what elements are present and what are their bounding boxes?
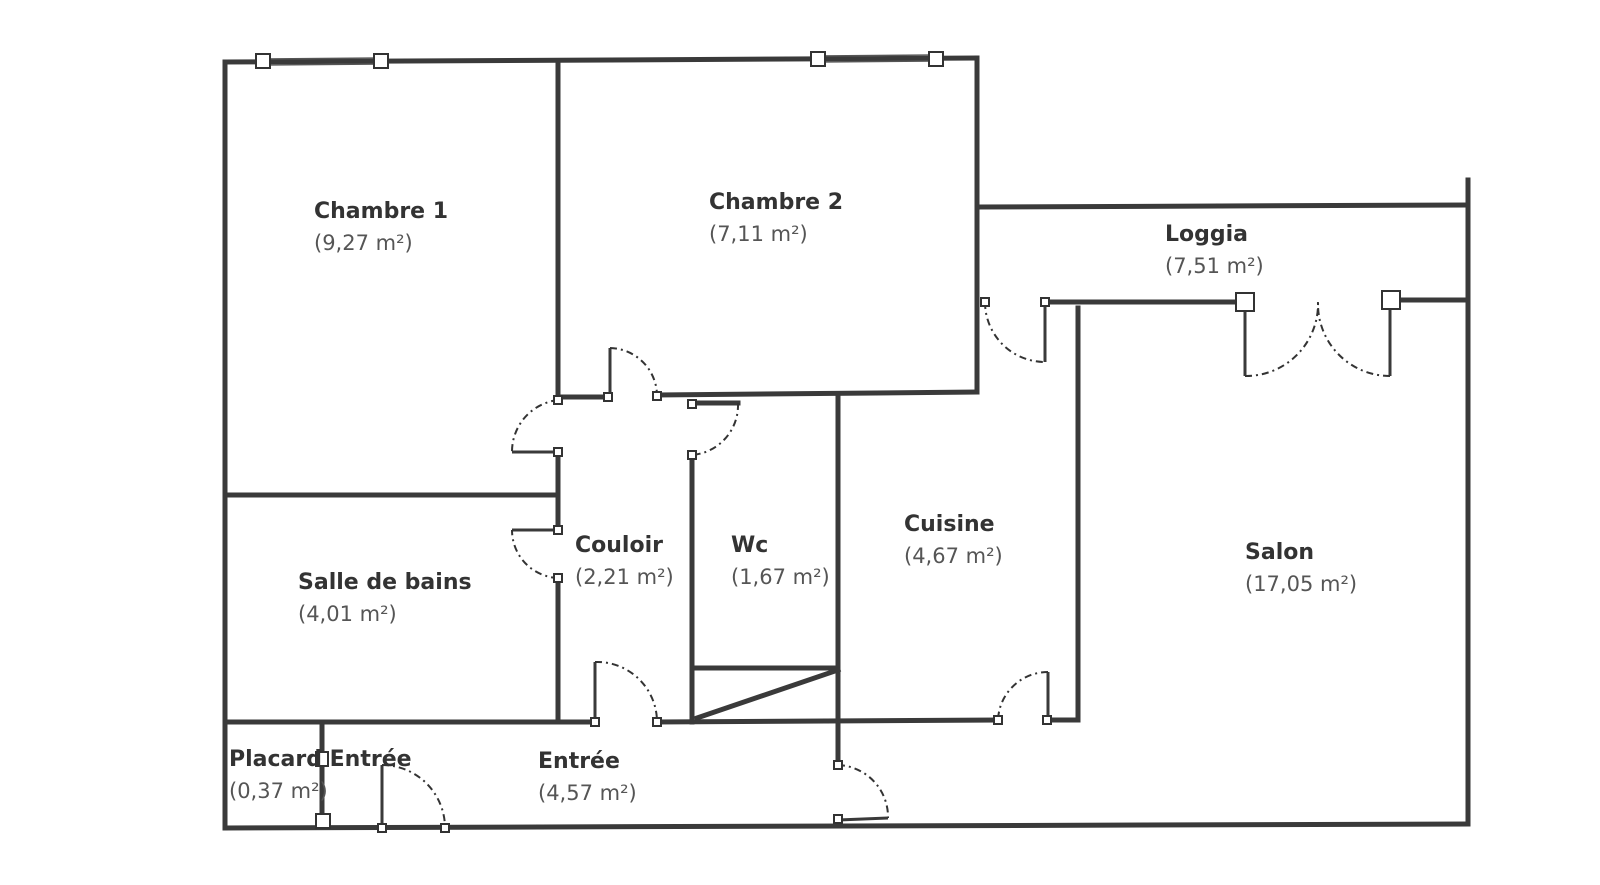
room-area: (17,05 m²) bbox=[1245, 572, 1358, 596]
room-chambre-2: Chambre 2 (7,11 m²) bbox=[709, 186, 843, 251]
room-area: (7,11 m²) bbox=[709, 222, 808, 246]
room-name: Wc bbox=[731, 533, 769, 558]
room-area: (0,37 m²) bbox=[229, 779, 328, 803]
room-entree: Entrée (4,57 m²) bbox=[538, 745, 637, 810]
room-name: Salon bbox=[1245, 540, 1315, 565]
windows bbox=[255, 51, 1401, 312]
room-name: Entrée bbox=[538, 749, 620, 774]
room-name: Loggia bbox=[1165, 222, 1249, 247]
room-area: (1,67 m²) bbox=[731, 565, 830, 589]
room-area: (4,57 m²) bbox=[538, 781, 637, 805]
room-salle-de-bains: Salle de bains (4,01 m²) bbox=[298, 566, 472, 631]
room-salon: Salon (17,05 m²) bbox=[1245, 536, 1357, 601]
room-name: Chambre 2 bbox=[709, 190, 844, 215]
room-chambre-1: Chambre 1 (9,27 m²) bbox=[314, 195, 448, 260]
room-name: Chambre 1 bbox=[314, 199, 449, 224]
room-area: (7,51 m²) bbox=[1165, 254, 1264, 278]
doors bbox=[315, 297, 1391, 833]
room-name: Cuisine bbox=[904, 512, 995, 537]
room-loggia: Loggia (7,51 m²) bbox=[1165, 218, 1264, 283]
room-area: (9,27 m²) bbox=[314, 231, 413, 255]
room-cuisine: Cuisine (4,67 m²) bbox=[904, 508, 1003, 573]
room-area: (4,01 m²) bbox=[298, 602, 397, 626]
room-couloir: Couloir (2,21 m²) bbox=[575, 529, 674, 594]
room-area: (4,67 m²) bbox=[904, 544, 1003, 568]
room-placard-entree: Placard Entrée (0,37 m²) bbox=[229, 743, 412, 808]
room-area: (2,21 m²) bbox=[575, 565, 674, 589]
room-name: Placard Entrée bbox=[229, 747, 412, 772]
walls bbox=[222, 55, 1471, 831]
room-name: Salle de bains bbox=[298, 570, 472, 595]
room-name: Couloir bbox=[575, 533, 663, 558]
room-wc: Wc (1,67 m²) bbox=[731, 529, 830, 594]
